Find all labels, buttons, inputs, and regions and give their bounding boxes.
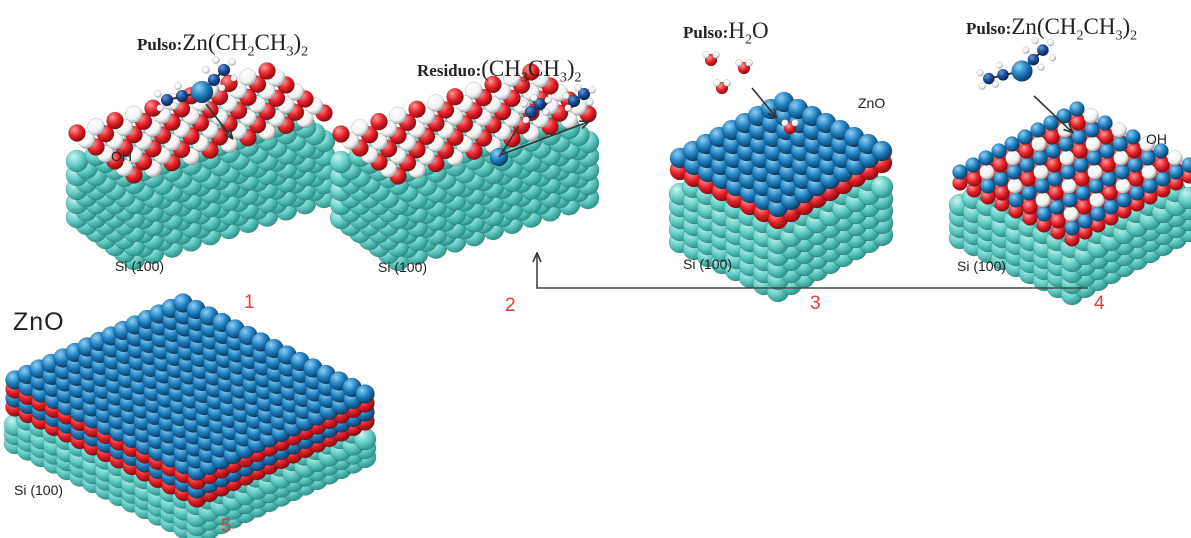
substrate-label-1: Si (100) <box>115 258 165 274</box>
surface-label-oh-4: OH <box>1146 131 1167 147</box>
step-number-2: 2 <box>505 295 516 316</box>
formula-diethylzinc-4: Zn(CH2CH3)2 <box>1011 14 1138 44</box>
diethylzinc-molecule-4 <box>976 37 1072 132</box>
step-number-3: 3 <box>810 293 821 314</box>
diethylzinc-molecule-1 <box>154 56 238 139</box>
surface-label-oh-1: OH <box>111 148 132 164</box>
ethane-molecules-2 <box>498 84 596 158</box>
step-number-5: 5 <box>221 516 232 537</box>
residue-label-2: Residuo:(CH3CH3)2 <box>417 56 582 86</box>
water-c <box>713 79 731 95</box>
zno-film-title-5: ZnO <box>13 308 65 336</box>
step-number-1: 1 <box>244 292 255 313</box>
slab-panel-5 <box>3 293 377 538</box>
substrate-label-4: Si (100) <box>957 258 1007 274</box>
formula-diethylzinc-1: Zn(CH2CH3)2 <box>182 30 309 60</box>
pulse-label-3: Pulso:H2O <box>683 18 769 48</box>
substrate-label-5: Si (100) <box>14 482 64 498</box>
surface-label-zno-3: ZnO <box>858 95 886 111</box>
slab-panel-3 <box>668 91 894 303</box>
formula-ethane-2: (CH3CH3)2 <box>481 56 582 86</box>
slab-panel-4 <box>948 101 1191 306</box>
water-molecules-3 <box>751 87 776 117</box>
formula-water-3: H2O <box>728 18 769 48</box>
step-number-4: 4 <box>1094 293 1105 314</box>
water-b <box>735 59 753 75</box>
water-a <box>702 51 720 67</box>
cycle-return-arrow <box>537 254 1088 289</box>
water-d <box>781 119 799 135</box>
slab-panel-2 <box>329 63 600 272</box>
slab-panel-1 <box>65 62 336 271</box>
substrate-label-3: Si (100) <box>683 256 733 272</box>
pulse-label-4: Pulso:Zn(CH2CH3)2 <box>966 14 1138 44</box>
pulse-label-1: Pulso:Zn(CH2CH3)2 <box>137 30 309 60</box>
substrate-label-2: Si (100) <box>378 259 428 275</box>
